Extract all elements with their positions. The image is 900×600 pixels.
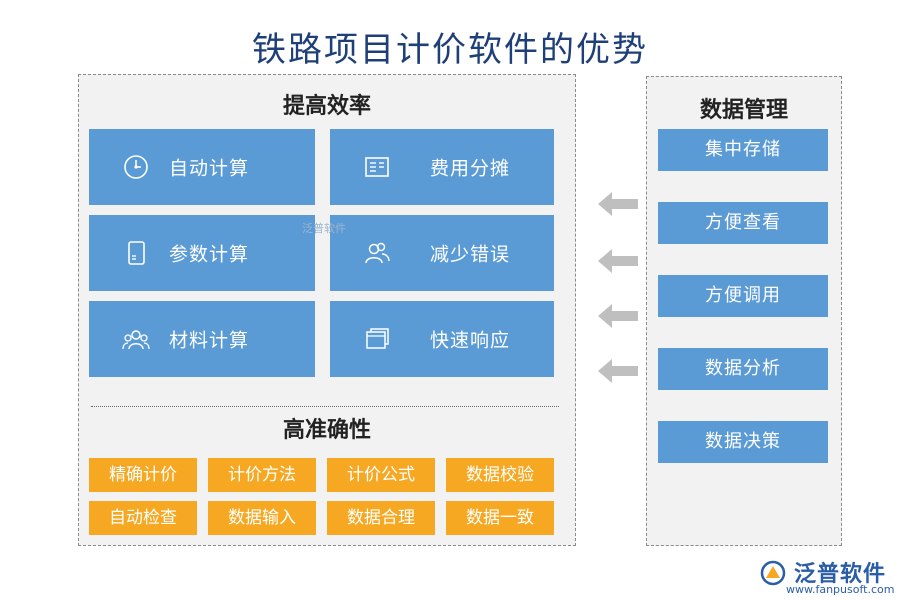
accuracy-item: 计价公式 bbox=[327, 458, 435, 492]
tile-label: 快速响应 bbox=[430, 329, 511, 352]
accuracy-title: 高准确性 bbox=[282, 418, 371, 443]
left-arrow-icon bbox=[598, 249, 638, 273]
accuracy-item: 数据合理 bbox=[327, 501, 435, 535]
ledger-icon bbox=[365, 157, 389, 177]
tile-label: 费用分摊 bbox=[430, 157, 511, 180]
data-management-title: 数据管理 bbox=[699, 98, 788, 123]
left-arrow-icon bbox=[598, 359, 638, 383]
tile-auto-calc: 自动计算 bbox=[89, 129, 315, 205]
tile-param-calc: 参数计算 bbox=[89, 215, 315, 291]
section-divider bbox=[91, 406, 559, 407]
tile-quick-response: 快速响应 bbox=[330, 301, 554, 377]
watermark-text: 泛普软件 bbox=[302, 222, 346, 235]
data-item-easy-access: 方便调用 bbox=[658, 275, 828, 317]
fanpu-logo-icon bbox=[760, 560, 786, 586]
data-item-data-analysis: 数据分析 bbox=[658, 348, 828, 390]
logo-url: www.fanpusoft.com bbox=[786, 583, 895, 596]
accuracy-item: 自动检查 bbox=[89, 501, 197, 535]
tile-cost-allocation: 费用分摊 bbox=[330, 129, 554, 205]
accuracy-item: 精确计价 bbox=[89, 458, 197, 492]
group-icon bbox=[122, 330, 150, 350]
accuracy-item: 数据输入 bbox=[208, 501, 316, 535]
tile-label: 材料计算 bbox=[169, 329, 250, 352]
tile-material-calc: 材料计算 bbox=[89, 301, 315, 377]
logo-name: 泛普软件 bbox=[794, 562, 887, 587]
document-icon bbox=[128, 241, 145, 265]
accuracy-item: 计价方法 bbox=[208, 458, 316, 492]
stacked-windows-icon bbox=[366, 328, 389, 349]
brand-logo: 泛普软件 www.fanpusoft.com bbox=[758, 556, 894, 600]
diagram-title: 铁路项目计价软件的优势 bbox=[252, 30, 648, 70]
data-item-data-decision: 数据决策 bbox=[658, 421, 828, 463]
clock-icon bbox=[124, 155, 148, 179]
efficiency-title: 提高效率 bbox=[282, 94, 371, 119]
data-item-easy-view: 方便查看 bbox=[658, 202, 828, 244]
accuracy-item: 数据一致 bbox=[446, 501, 554, 535]
data-item-central-storage: 集中存储 bbox=[658, 129, 828, 171]
left-arrow-icon bbox=[598, 192, 638, 216]
left-arrow-icon bbox=[598, 304, 638, 328]
tile-label: 参数计算 bbox=[169, 243, 250, 266]
users-icon bbox=[365, 242, 390, 264]
tile-label: 减少错误 bbox=[430, 243, 511, 266]
tile-reduce-errors: 减少错误 bbox=[330, 215, 554, 291]
tile-label: 自动计算 bbox=[169, 157, 250, 180]
accuracy-item: 数据校验 bbox=[446, 458, 554, 492]
